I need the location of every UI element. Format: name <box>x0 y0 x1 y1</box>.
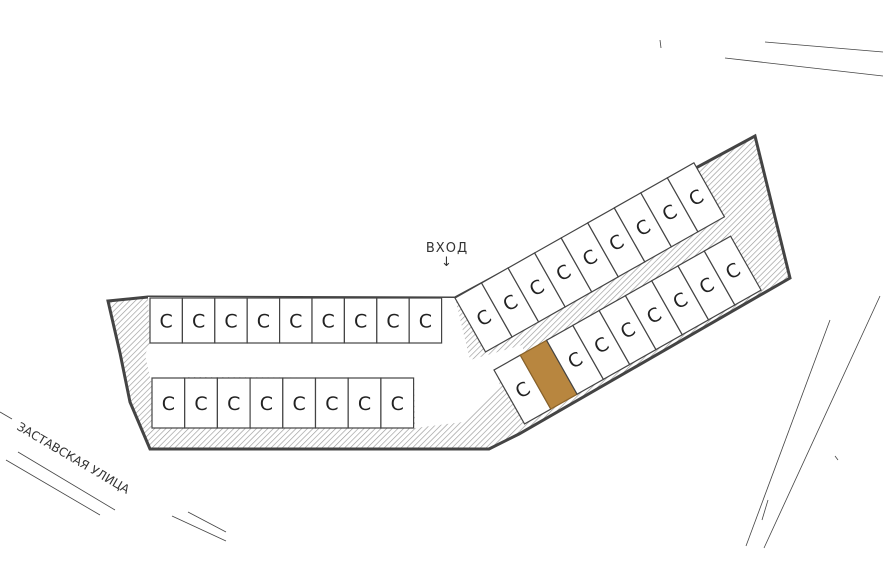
parking-unit[interactable]: С <box>347 377 382 429</box>
unit-letter: С <box>194 393 207 415</box>
parking-unit[interactable]: С <box>650 265 710 336</box>
parking-unit[interactable]: С <box>311 297 346 344</box>
unit-letter: С <box>192 311 205 333</box>
unit-box[interactable] <box>151 377 186 429</box>
parking-unit[interactable]: С <box>677 250 736 321</box>
parking-unit[interactable]: С <box>181 297 216 344</box>
unit-box[interactable] <box>380 377 415 429</box>
parking-unit[interactable]: С <box>343 297 378 344</box>
parking-unit[interactable]: С <box>666 162 726 233</box>
unit-letter: С <box>419 311 432 333</box>
parking-unit[interactable]: С <box>184 377 219 429</box>
parking-unit[interactable]: С <box>613 192 673 263</box>
unit-box[interactable] <box>184 377 219 429</box>
unit-box[interactable] <box>703 235 762 306</box>
parking-unit[interactable]: С <box>586 207 646 278</box>
unit-box[interactable] <box>149 297 184 344</box>
parking-unit[interactable]: С <box>480 267 540 338</box>
unit-letter: С <box>227 393 240 415</box>
entrance-label: ВХОД <box>426 241 468 256</box>
parking-unit[interactable]: С <box>246 297 281 344</box>
parking-unit[interactable]: С <box>493 354 552 425</box>
unit-letter: С <box>391 393 404 415</box>
unit-box[interactable] <box>282 377 317 429</box>
context-lines <box>0 39 883 549</box>
unit-letter: С <box>289 311 302 333</box>
parking-unit[interactable]: С <box>249 377 284 429</box>
parking-unit[interactable]: С <box>214 297 248 344</box>
unit-letter: С <box>322 311 335 333</box>
unit-box[interactable] <box>666 162 726 233</box>
unit-box[interactable] <box>216 377 251 429</box>
unit-letter: С <box>162 393 175 415</box>
unit-box[interactable] <box>249 377 284 429</box>
entrance-marker: ВХОД ↓ <box>426 241 468 270</box>
unit-box[interactable] <box>408 297 443 344</box>
parking-unit[interactable]: С <box>216 377 251 429</box>
parking-unit[interactable]: С <box>314 377 349 429</box>
parking-unit[interactable]: С <box>454 282 513 353</box>
unit-box[interactable] <box>311 297 346 344</box>
unit-letter: С <box>354 311 367 333</box>
unit-letter: С <box>386 311 399 333</box>
parking-unit[interactable]: С <box>703 235 762 306</box>
unit-letter: С <box>293 393 306 415</box>
unit-box[interactable] <box>343 297 378 344</box>
unit-letter: С <box>260 393 273 415</box>
parking-unit[interactable]: С <box>380 377 415 429</box>
unit-letter: С <box>257 311 270 333</box>
unit-box[interactable] <box>376 297 410 344</box>
unit-box[interactable] <box>246 297 281 344</box>
unit-letter: С <box>224 311 237 333</box>
parking-unit[interactable]: С <box>151 377 186 429</box>
parking-unit[interactable]: С <box>408 297 443 344</box>
parking-unit[interactable]: С <box>533 237 593 308</box>
unit-box[interactable] <box>214 297 248 344</box>
unit-letter: С <box>358 393 371 415</box>
parking-unit[interactable]: С <box>376 297 410 344</box>
parking-unit[interactable]: С <box>640 177 699 248</box>
unit-letter: С <box>160 311 173 333</box>
parking-unit[interactable]: С <box>282 377 317 429</box>
parking-unit[interactable]: С <box>279 297 313 344</box>
parking-unit[interactable]: С <box>545 324 605 396</box>
entrance-arrow-icon: ↓ <box>441 255 453 270</box>
parking-unit[interactable]: С <box>149 297 184 344</box>
unit-letter: С <box>325 393 338 415</box>
